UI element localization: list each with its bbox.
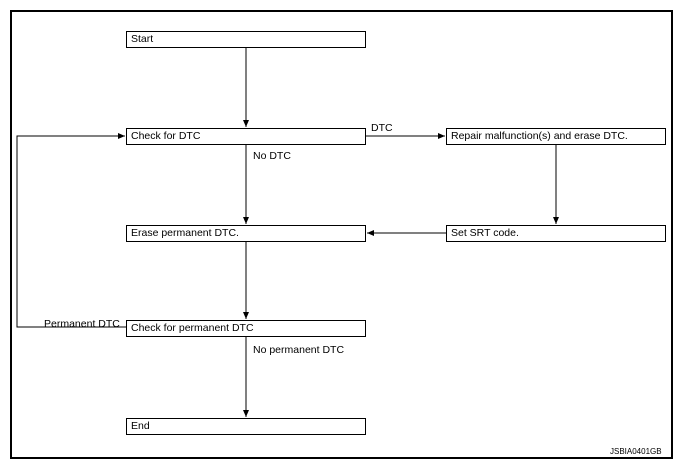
arrow-perm-loop [16, 133, 126, 328]
set-srt-box: Set SRT code. [446, 225, 666, 242]
diagram-frame [10, 10, 673, 459]
figure-code: JSBIA0401GB [610, 447, 662, 456]
erase-permanent-box: Erase permanent DTC. [126, 225, 366, 242]
check-dtc-box: Check for DTC [126, 128, 366, 145]
edge-label-no-permanent-dtc: No permanent DTC [253, 344, 345, 356]
edge-label-dtc: DTC [371, 122, 393, 134]
check-permanent-box: Check for permanent DTC [126, 320, 366, 337]
repair-box: Repair malfunction(s) and erase DTC. [446, 128, 666, 145]
end-box: End [126, 418, 366, 435]
edge-label-no-dtc: No DTC [253, 150, 291, 162]
edge-label-permanent-dtc: Permanent DTC [44, 318, 120, 330]
start-box: Start [126, 31, 366, 48]
